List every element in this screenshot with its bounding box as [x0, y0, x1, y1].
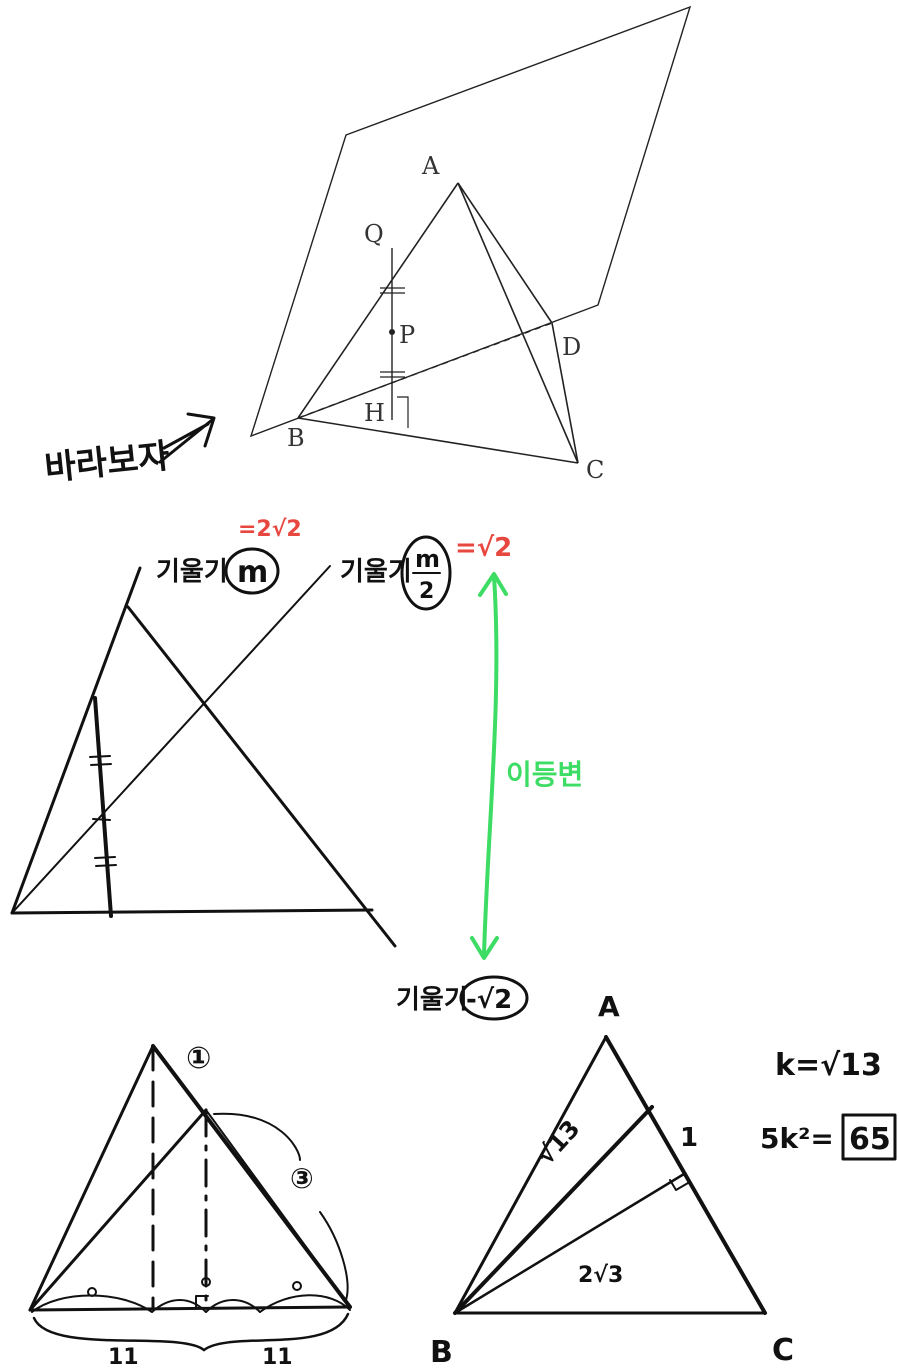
point-p [389, 329, 395, 335]
label-a: A [598, 990, 620, 1023]
figure-bottom-left: ① ③ 11 11 [28, 1041, 352, 1369]
arc-top [213, 1112, 301, 1161]
side-ab [453, 1035, 608, 1315]
line-median [93, 696, 113, 918]
slope-half-equals: =√2 [455, 533, 512, 563]
isosceles-label: 이등변 [506, 758, 583, 791]
label-b: B [287, 424, 305, 452]
edge-dc [551, 322, 579, 464]
edge-ac [457, 182, 579, 464]
label-h: H [364, 399, 385, 427]
right-angle-h [397, 396, 409, 428]
label-a: A [421, 152, 440, 180]
label-left-11: 11 [108, 1345, 139, 1369]
slope-m-prefix: 기울기 [156, 557, 228, 587]
label-root13: √13 [532, 1115, 586, 1170]
segment-2root3 [453, 1172, 686, 1315]
line-right-side [126, 605, 397, 948]
tick-2b [95, 864, 117, 867]
slope-neg-prefix: 기울기 [396, 985, 468, 1015]
label-q: Q [364, 220, 384, 248]
label-2root3: 2√3 [578, 1263, 623, 1288]
figure-abc: A B C 1 √13 2√3 k=√13 5k²= 65 [430, 990, 897, 1369]
label-len-1: 1 [680, 1123, 698, 1153]
segment-root13 [453, 1105, 654, 1315]
dot-b [292, 1281, 302, 1291]
arc-base-2 [151, 1299, 207, 1313]
tick-mid [92, 818, 111, 821]
edge-ad [457, 182, 553, 324]
slope-neg-value: -√2 [466, 985, 512, 1015]
mark-side: ③ [290, 1162, 314, 1195]
edge-bc [297, 417, 579, 464]
tick-1b [90, 763, 112, 766]
arc-base-3 [205, 1299, 261, 1313]
base [28, 1305, 352, 1312]
figure-tetrahedron: A Q P D H B C 바라보자 [43, 5, 692, 489]
tick-1a [89, 755, 111, 758]
note-look: 바라보자 [43, 436, 172, 489]
slope-m-equals: =2√2 [238, 517, 302, 542]
circle-half [400, 535, 452, 611]
label-b: B [430, 1335, 453, 1369]
mark-top: ① [186, 1041, 211, 1076]
line-base [10, 908, 374, 915]
answer-box [841, 1113, 897, 1161]
label-right-11: 11 [262, 1345, 293, 1369]
arrowhead-down-icon [470, 936, 499, 960]
tick-2a [94, 856, 116, 859]
point-mid [201, 1277, 211, 1287]
label-d: D [562, 333, 581, 361]
slope-half-den: 2 [419, 579, 434, 604]
arc-side [319, 1211, 349, 1301]
slope-half-prefix: 기울기 [340, 557, 412, 587]
slope-m-value: m [237, 555, 268, 590]
isosceles-arrow [482, 574, 499, 957]
dot-a [87, 1287, 97, 1297]
circle-m [224, 547, 280, 595]
line-diagonal [11, 565, 331, 914]
edge-ab [297, 182, 459, 419]
side-left [28, 1044, 155, 1312]
answer-prefix: 5k²= [760, 1122, 834, 1155]
side-ac [604, 1035, 767, 1315]
brace-left [32, 1316, 206, 1352]
line-long-left [10, 566, 142, 915]
edge-bd-hidden [297, 322, 553, 419]
brace-right [202, 1312, 350, 1352]
label-c: C [586, 456, 604, 484]
arrow-icon [158, 412, 216, 464]
inner-curve-right [205, 1109, 351, 1308]
slope-half-num: m [415, 545, 440, 573]
arc-base-4 [259, 1294, 351, 1313]
inner-diagonal [28, 1108, 208, 1312]
plane [249, 5, 692, 438]
figure-slopes: 기울기 m =2√2 기울기 m 2 =√2 이등변 기울기 -√2 [10, 517, 583, 1021]
right-angle-foot [669, 1179, 689, 1191]
k-equation: k=√13 [775, 1048, 882, 1083]
arrowhead-up-icon [478, 572, 508, 597]
circle-neg [459, 975, 529, 1021]
answer-value: 65 [849, 1122, 891, 1157]
label-c: C [772, 1333, 794, 1368]
label-p: P [399, 321, 415, 349]
